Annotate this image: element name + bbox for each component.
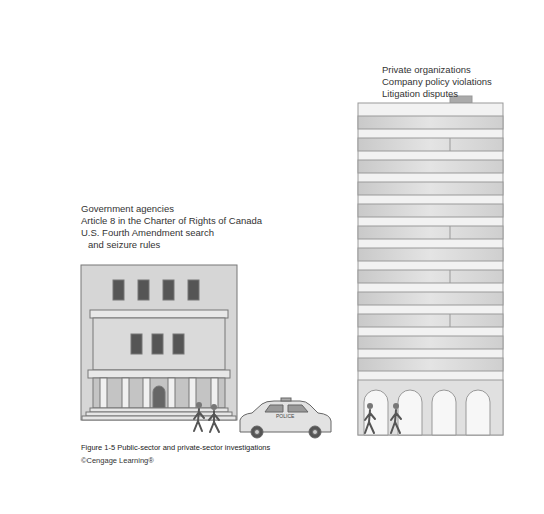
annotation-label: Article 8 in the Charter of Rights of Ca…	[81, 215, 262, 227]
people	[194, 402, 219, 432]
office-tower	[358, 96, 503, 435]
annotation-label: POLICE	[276, 413, 294, 419]
annotation-label: Private organizations	[382, 64, 471, 76]
annotation-label: Government agencies	[81, 203, 174, 215]
police-car	[240, 398, 331, 438]
people	[365, 403, 401, 433]
annotation-label: Litigation disputes	[382, 88, 458, 100]
figure-caption: Figure 1-5 Public-sector and private-sec…	[81, 443, 270, 453]
annotation-label: U.S. Fourth Amendment search and seizure…	[81, 227, 228, 251]
government-building	[81, 265, 237, 420]
annotation-label: Company policy violations	[382, 76, 492, 88]
annotation-label: ©Cengage Learning®	[81, 456, 154, 466]
